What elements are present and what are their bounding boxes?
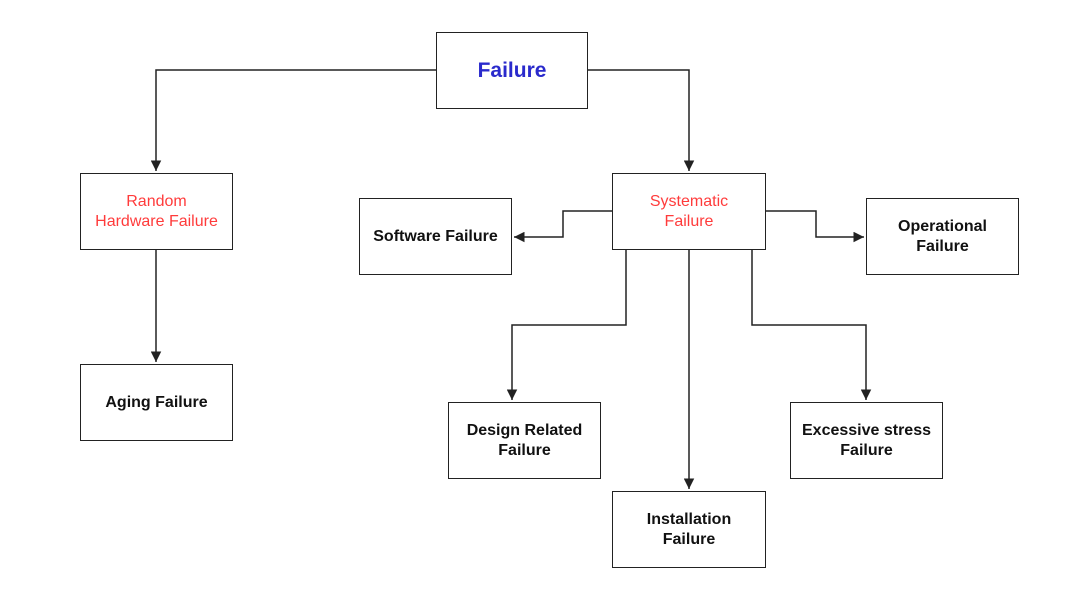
connector-systematic-to-design [506,250,627,400]
node-operational-label-line1: Operational [898,217,987,235]
node-random-hardware-failure: Random Hardware Failure [80,173,233,250]
node-operational-label-line2: Failure [916,237,969,255]
connector-failure-to-random [150,69,436,171]
node-excessive-stress-failure: Excessive stress Failure [790,402,943,479]
node-installation-label-line1: Installation [646,510,732,528]
node-software-failure: Software Failure [359,198,512,275]
node-aging-label: Aging Failure [105,393,208,411]
node-design-related-failure: Design Related Failure [448,402,601,479]
connector-systematic-to-software [514,210,612,243]
node-installation-label-line2: Failure [662,530,716,548]
node-installation-failure: Installation Failure [612,491,766,568]
node-failure-label: Failure [477,58,547,82]
node-design-label-line2: Failure [498,441,551,459]
node-operational-failure: Operational Failure [866,198,1019,275]
node-aging-failure: Aging Failure [80,364,233,441]
node-random-label-line2: Hardware Failure [95,212,218,230]
node-systematic-label-line1: Systematic [649,192,729,210]
node-design-label-line1: Design Related [466,421,583,439]
node-software-label: Software Failure [373,227,498,245]
connector-failure-to-systematic [588,69,695,171]
node-random-label-line1: Random [126,192,187,210]
node-failure: Failure [436,32,588,109]
node-excessive-label-line1: Excessive stress [802,421,931,439]
node-systematic-failure: Systematic Failure [612,173,766,250]
connector-systematic-to-operational [766,210,864,243]
node-excessive-label-line2: Failure [840,441,893,459]
connector-systematic-to-excessive [751,250,872,400]
node-systematic-label-line2: Failure [664,212,714,230]
